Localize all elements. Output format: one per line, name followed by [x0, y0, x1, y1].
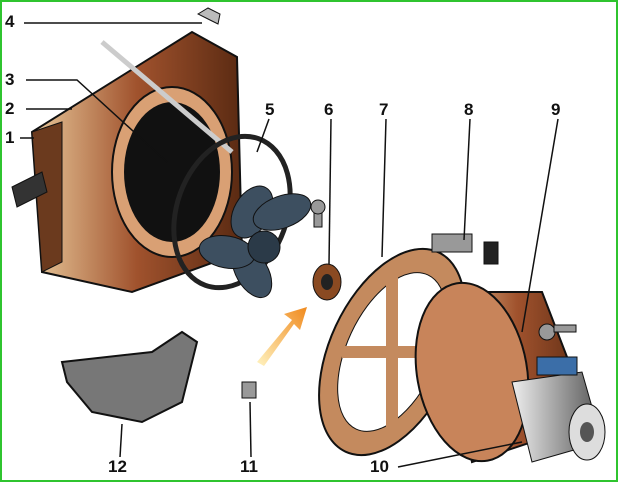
fan-bushing	[312, 263, 342, 301]
terminal-block	[310, 199, 577, 341]
leader-lines	[20, 22, 559, 468]
label-1: 1	[5, 128, 15, 147]
airflow-arrow	[257, 307, 307, 366]
label-6: 6	[324, 100, 334, 119]
electric-motor	[414, 281, 606, 464]
label-10: 10	[370, 457, 389, 476]
label-8: 8	[464, 100, 474, 119]
label-9: 9	[551, 100, 561, 119]
fan-impeller	[198, 185, 312, 299]
label-5: 5	[265, 100, 275, 119]
gasket	[171, 133, 293, 291]
nut	[241, 381, 257, 399]
heater-housing	[11, 7, 244, 294]
label-3: 3	[5, 70, 15, 89]
label-11: 11	[240, 457, 258, 476]
label-2: 2	[5, 99, 15, 118]
label-12: 12	[108, 457, 127, 476]
mounting-bracket	[60, 330, 199, 424]
label-4: 4	[5, 12, 15, 31]
label-7: 7	[379, 100, 389, 119]
